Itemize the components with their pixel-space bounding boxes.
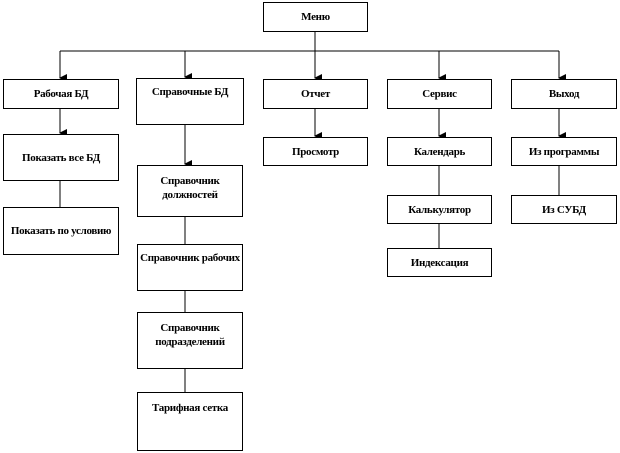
- menu-root-node: Меню: [263, 2, 368, 32]
- node-tariff-grid: Тарифная сетка: [137, 392, 243, 451]
- node-working-db: Рабочая БД: [3, 79, 119, 109]
- node-exit-dbms: Из СУБД: [511, 195, 617, 224]
- node-show-all-db: Показать все БД: [3, 134, 119, 181]
- node-reference-db: Справочные БД: [136, 78, 244, 125]
- node-service: Сервис: [387, 79, 492, 109]
- node-exit-program: Из программы: [511, 137, 617, 166]
- node-calendar: Календарь: [387, 137, 492, 166]
- node-calculator: Калькулятор: [387, 195, 492, 224]
- node-show-by-condition: Показать по условию: [3, 207, 119, 255]
- node-indexation: Индексация: [387, 248, 492, 277]
- node-workers-reference: Справочник рабочих: [137, 244, 243, 291]
- node-report: Отчет: [263, 79, 368, 109]
- node-departments-reference: Справочник подразделений: [137, 312, 243, 369]
- node-exit: Выход: [511, 79, 617, 109]
- node-view: Просмотр: [263, 137, 368, 166]
- node-positions-reference: Справочник должностей: [137, 165, 243, 217]
